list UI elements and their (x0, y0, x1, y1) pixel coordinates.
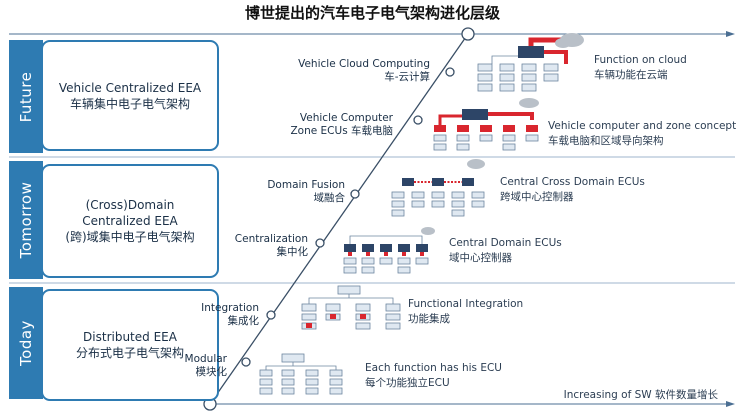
phase-box-line: 车辆集中电子电气架构 (69, 96, 190, 111)
x-axis-label: Increasing of SW 软件数量增长 (563, 389, 718, 401)
diagram-cloud (477, 33, 584, 92)
phase-box-line: (跨)域集中电子电气架构 (65, 230, 195, 244)
phase-band-future: Future (9, 40, 43, 153)
diagram-title: 博世提出的汽车电子电气架构进化层级 (244, 4, 500, 22)
level-node-centralization (315, 238, 325, 248)
diagram-domain-fusion (391, 159, 485, 217)
phase-box-line: Vehicle Centralized EEA (58, 80, 202, 95)
diagram-centralization (343, 227, 435, 274)
end-node (461, 27, 475, 41)
phase-box-line: (Cross)Domain (85, 198, 175, 212)
progression-line (209, 33, 469, 405)
phase-box-future: Vehicle Centralized EEA 车辆集中电子电气架构 (41, 40, 219, 151)
level-node-cloud (445, 67, 455, 77)
phase-band-today: Today (9, 287, 43, 399)
level-node-fusion (350, 189, 360, 199)
level-node-integration (266, 310, 276, 320)
phase-box-line: 分布式电子电气架构 (75, 346, 184, 360)
phase-band-tomorrow: Tomorrow (9, 161, 43, 279)
phase-box-tomorrow: (Cross)Domain Centralized EEA (跨)域集中电子电气… (41, 164, 219, 278)
diagram-vehicle-computer (433, 98, 539, 151)
diagram-integration (301, 285, 401, 330)
diagram-modular (259, 353, 343, 395)
phase-box-line: Distributed EEA (83, 330, 177, 344)
level-node-computer (413, 115, 423, 125)
level-node-modular (241, 357, 251, 367)
phase-box-line: Centralized EEA (82, 214, 178, 228)
phase-box-today: Distributed EEA 分布式电子电气架构 (41, 289, 219, 401)
